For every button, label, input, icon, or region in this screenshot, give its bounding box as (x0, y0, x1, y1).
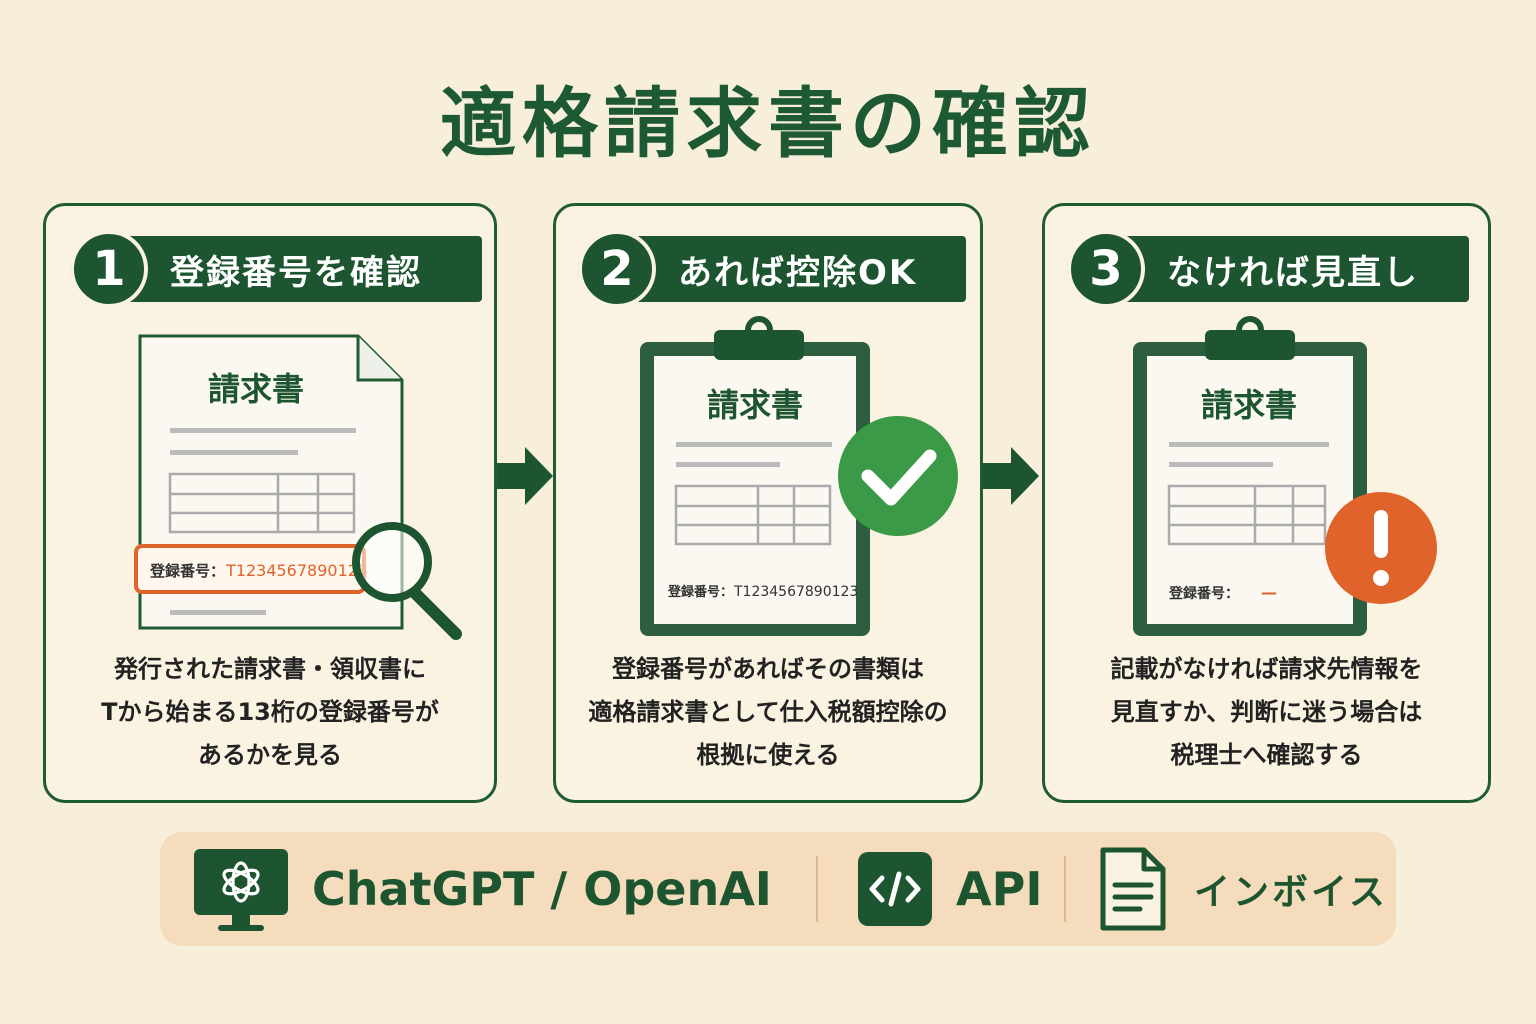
footer-divider (816, 856, 818, 922)
step-header-3: 3 なければ見直し (1067, 230, 1469, 308)
clipboard-illustration-3: 請求書 登録番号： — (1133, 316, 1437, 636)
clipboard-icon: 請求書 登録番号： — (1133, 316, 1367, 636)
footer-item-openai: ChatGPT / OpenAI (192, 832, 772, 946)
arrow-right-icon (497, 447, 553, 505)
reg-label-2: 登録番号： (667, 584, 733, 600)
arrow-right-icon (983, 447, 1039, 505)
footer-item-invoice: インボイス (1100, 832, 1388, 946)
reg-label-3: 登録番号： (1168, 585, 1239, 602)
code-icon (858, 852, 932, 926)
page-title: 適格請求書の確認 (440, 79, 1096, 168)
footer-label-invoice: インボイス (1194, 872, 1388, 913)
reg-label-1: 登録番号： (149, 562, 225, 580)
desc-line: 税理士へ確認する (1170, 741, 1363, 769)
magnifier-icon (352, 522, 462, 640)
step-panel-1: 1 登録番号を確認 請求書 登録番号： T1234567890123 (43, 203, 497, 803)
footer-bar: ChatGPT / OpenAI API インボイス (160, 832, 1396, 946)
desc-line: 発行された請求書・領収書に (114, 655, 426, 683)
step-number-2: 2 (578, 230, 656, 308)
footer-item-api: API (858, 832, 1042, 946)
desc-line: 記載がなければ請求先情報を (1110, 655, 1423, 683)
step-description-1: 発行された請求書・領収書に Tから始まる13桁の登録番号が あるかを見る (46, 648, 494, 777)
clipboard-icon: 請求書 登録番号： T1234567890123 (640, 316, 870, 636)
footer-label-api: API (956, 862, 1043, 916)
desc-line: あるかを見る (198, 741, 342, 769)
step-label-3: なければ見直し (1167, 252, 1419, 293)
check-icon (838, 416, 958, 536)
doc-title-1: 請求書 (208, 370, 304, 408)
step-panel-2: 2 あれば控除OK 請求書 登録番号： T1234567890123 (553, 203, 983, 803)
step-header-2: 2 あれば控除OK (578, 230, 966, 308)
step-header-1: 1 登録番号を確認 (70, 230, 482, 308)
step-label-1: 登録番号を確認 (170, 252, 422, 293)
desc-line: Tから始まる13桁の登録番号が (101, 698, 439, 726)
desc-line: 適格請求書として仕入税額控除の (588, 698, 948, 726)
warning-icon (1325, 492, 1437, 604)
clipboard-illustration-2: 請求書 登録番号： T1234567890123 (640, 316, 958, 636)
document-icon (1100, 847, 1166, 931)
step-number-3: 3 (1067, 230, 1145, 308)
doc-title-3: 請求書 (1201, 386, 1297, 424)
reg-value-2: T1234567890123 (733, 584, 858, 600)
footer-label-openai: ChatGPT / OpenAI (312, 862, 772, 916)
desc-line: 見直すか、判断に迷う場合は (1110, 698, 1423, 726)
openai-monitor-icon (194, 849, 288, 931)
step-description-2: 登録番号があればその書類は 適格請求書として仕入税額控除の 根拠に使える (556, 648, 980, 777)
invoice-illustration-1: 請求書 登録番号： T1234567890123 (134, 334, 462, 640)
step-panel-3: 3 なければ見直し 請求書 登録番号： — (1042, 203, 1491, 803)
desc-line: 根拠に使える (696, 741, 840, 769)
footer-divider (1064, 856, 1066, 922)
doc-title-2: 請求書 (707, 386, 803, 424)
desc-line: 登録番号があればその書類は (612, 655, 924, 683)
step-description-3: 記載がなければ請求先情報を 見直すか、判断に迷う場合は 税理士へ確認する (1045, 648, 1488, 777)
reg-value-3: — (1261, 583, 1277, 602)
reg-value-1: T1234567890123 (225, 561, 368, 580)
step-number-1: 1 (70, 230, 148, 308)
step-label-2: あれば控除OK (678, 252, 918, 293)
